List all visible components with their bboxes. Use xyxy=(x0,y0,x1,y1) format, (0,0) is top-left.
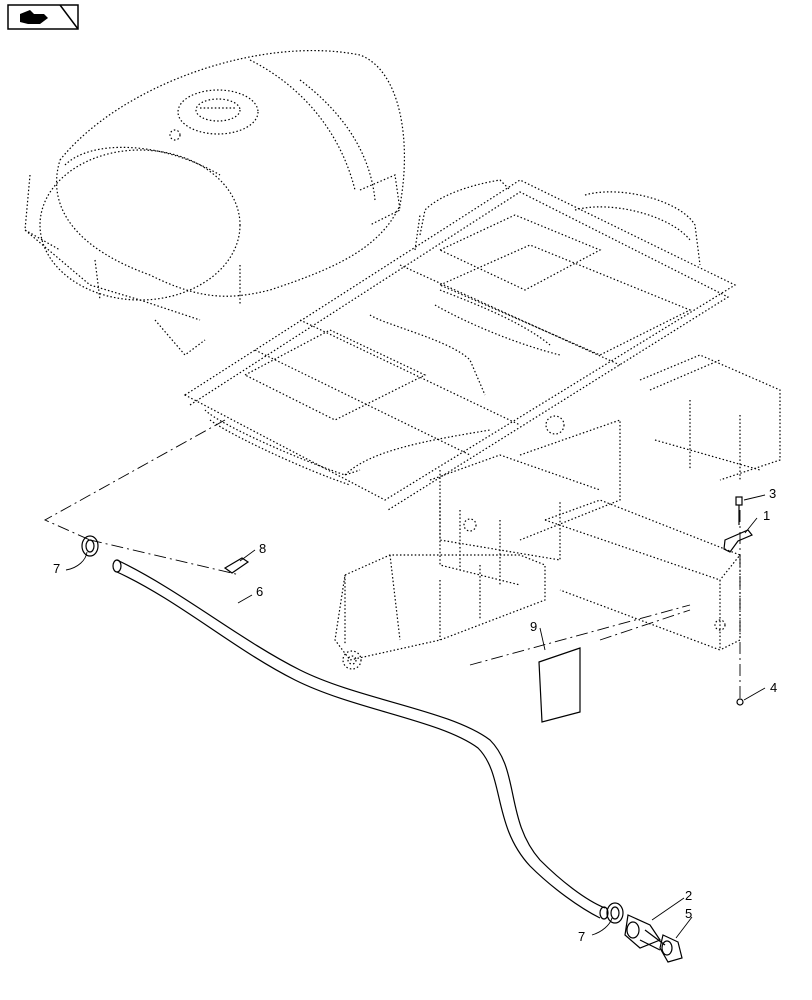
cap xyxy=(659,934,683,963)
hose-outer-wall xyxy=(116,571,601,919)
page-navigation-icon[interactable] xyxy=(7,4,79,30)
tag xyxy=(223,557,250,574)
callout-5: 5 xyxy=(685,906,692,921)
callout-6: 6 xyxy=(256,584,263,599)
hose-fitting xyxy=(624,914,666,951)
frame-assembly xyxy=(183,179,737,511)
hose-clamp-upper xyxy=(81,535,99,557)
decal xyxy=(538,647,581,723)
nut xyxy=(736,698,744,706)
phantom-lines xyxy=(43,419,741,700)
tank xyxy=(24,49,405,356)
callout-8: 8 xyxy=(259,541,266,556)
callout-1: 1 xyxy=(763,508,770,523)
chassis xyxy=(334,354,781,670)
callout-9: 9 xyxy=(530,619,537,634)
hose-end-left xyxy=(112,559,122,573)
hose-end-right xyxy=(599,906,609,920)
hose-clamp-lower xyxy=(606,902,624,924)
callout-2: 2 xyxy=(685,888,692,903)
callout-7-upper: 7 xyxy=(53,561,60,576)
hose xyxy=(116,559,606,909)
bolt xyxy=(735,496,743,525)
callout-4: 4 xyxy=(770,680,777,695)
callout-3: 3 xyxy=(769,486,776,501)
leader-lines xyxy=(65,494,766,939)
callout-7-lower: 7 xyxy=(578,929,585,944)
bracket xyxy=(723,529,753,553)
